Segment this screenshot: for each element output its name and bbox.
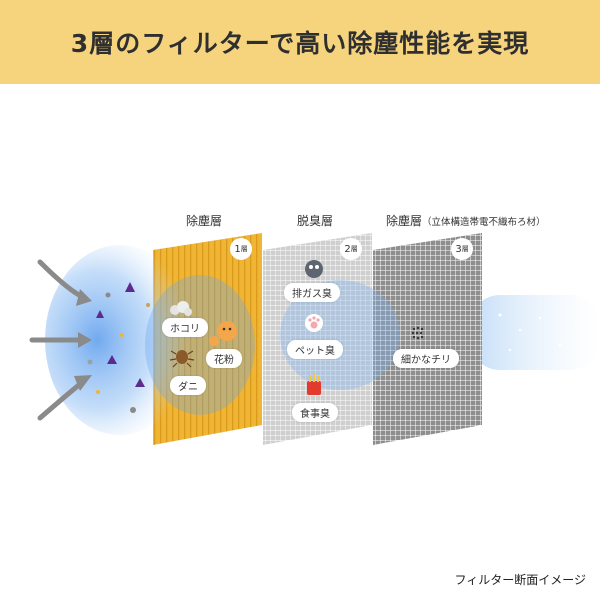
layer-3-heading: 除塵層（立体構造帯電不織布ろ材） — [386, 212, 546, 229]
fine-dust-icon — [411, 326, 424, 340]
dust-pill: ホコリ — [162, 318, 208, 337]
layer-1-badge-unit: 層 — [240, 245, 248, 253]
exhaust-odor-pill: 排ガス臭 — [284, 283, 340, 302]
layer-1-badge-number: 1 — [234, 243, 241, 255]
paw-icon — [305, 314, 323, 332]
layer-2-heading-text: 脱臭層 — [297, 214, 334, 228]
pollen-pill: 花粉 — [206, 349, 242, 368]
particles — [87, 282, 150, 413]
layer-3-badge-number: 3 — [455, 243, 462, 255]
layer-3-badge-unit: 層 — [461, 245, 469, 253]
air-flow-arrows — [29, 259, 92, 421]
layer-1-heading: 除塵層 — [186, 212, 222, 229]
clean-air-stream — [470, 295, 600, 370]
layer-3-subheading: （立体構造帯電不織布ろ材） — [422, 217, 546, 228]
header-banner: 3層のフィルターで高い除塵性能を実現 — [0, 0, 600, 84]
pet-odor-pill: ペット臭 — [287, 340, 343, 359]
fine-dust-pill: 細かなチリ — [393, 349, 459, 368]
layer-2-heading: 脱臭層 — [297, 212, 333, 229]
layer-2-badge-unit: 層 — [350, 245, 358, 253]
food-odor-pill: 食事臭 — [292, 403, 338, 422]
exhaust-icon — [305, 260, 323, 278]
layer-2-badge-number: 2 — [344, 243, 351, 255]
mite-icon — [169, 350, 195, 368]
banner-title: 3層のフィルターで高い除塵性能を実現 — [70, 29, 530, 58]
food-icon — [307, 374, 321, 395]
layer-1-heading-text: 除塵層 — [186, 214, 223, 228]
mite-pill: ダニ — [170, 376, 206, 395]
layer-3-panel — [373, 233, 482, 445]
dust-icon — [170, 301, 192, 316]
layer-3-heading-text: 除塵層 — [386, 214, 423, 228]
air-between-2-3 — [280, 280, 400, 390]
figure-caption: フィルター断面イメージ — [454, 573, 586, 587]
clean-air-dots — [498, 313, 576, 352]
pollen-icon — [209, 321, 237, 346]
